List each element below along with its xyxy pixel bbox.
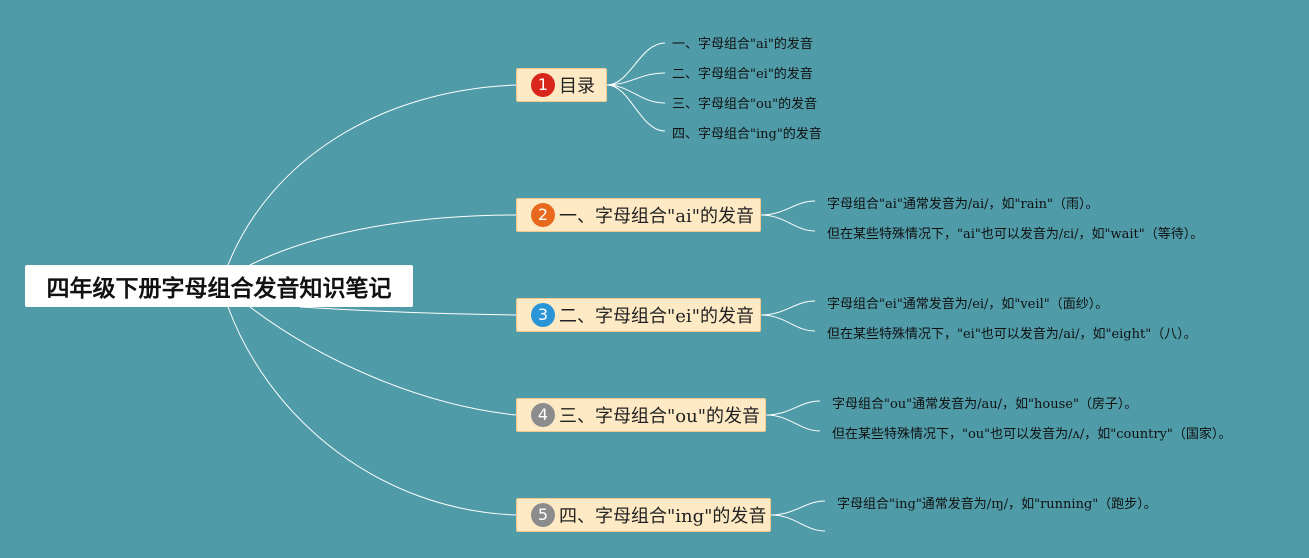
leaf-link-1-2 bbox=[606, 72, 666, 86]
root-topic[interactable]: 四年级下册字母组合发音知识笔记 bbox=[25, 265, 413, 307]
number-badge: 4 bbox=[531, 403, 555, 427]
leaf-item[interactable]: 但在某些特殊情况下，"ai"也可以发音为/ɛi/，如"wait"（等待）。 bbox=[827, 227, 1204, 242]
branch-label: 目录 bbox=[559, 76, 595, 97]
branch-contents[interactable]: 1 目录 bbox=[516, 68, 607, 102]
root-link-5 bbox=[227, 306, 517, 516]
branch-label: 四、字母组合"ing"的发音 bbox=[559, 506, 767, 527]
leaf-link-1-1 bbox=[606, 42, 666, 86]
leaf-item[interactable]: 字母组合"ou"通常发音为/au/，如"house"（房子）。 bbox=[832, 397, 1138, 412]
branch-label: 三、字母组合"ou"的发音 bbox=[559, 406, 760, 427]
root-link-1 bbox=[227, 84, 517, 266]
leaf-item[interactable]: 三、字母组合"ou"的发音 bbox=[672, 97, 818, 112]
branch-label: 二、字母组合"ei"的发音 bbox=[559, 306, 754, 327]
root-link-2 bbox=[249, 214, 517, 266]
branch-ei[interactable]: 3 二、字母组合"ei"的发音 bbox=[516, 298, 761, 332]
leaf-link-5-1 bbox=[770, 500, 826, 516]
number-badge: 1 bbox=[531, 73, 555, 97]
branch-ou[interactable]: 4 三、字母组合"ou"的发音 bbox=[516, 398, 766, 432]
leaf-link-4-1 bbox=[765, 400, 821, 416]
leaf-item[interactable]: 一、字母组合"ai"的发音 bbox=[672, 37, 813, 52]
leaf-item[interactable]: 字母组合"ing"通常发音为/ɪŋ/，如"running"（跑步）。 bbox=[837, 497, 1157, 512]
number-badge: 5 bbox=[531, 503, 555, 527]
number-badge: 2 bbox=[531, 203, 555, 227]
leaf-link-1-3 bbox=[606, 84, 666, 104]
leaf-link-3-1 bbox=[760, 300, 816, 316]
leaf-item[interactable]: 四、字母组合"ing"的发音 bbox=[672, 127, 822, 142]
root-title: 四年级下册字母组合发音知识笔记 bbox=[46, 276, 392, 302]
leaf-item[interactable]: 字母组合"ei"通常发音为/ei/，如"veil"（面纱）。 bbox=[827, 297, 1109, 312]
leaf-link-5-2 bbox=[770, 514, 826, 532]
leaf-item[interactable]: 但在某些特殊情况下，"ou"也可以发音为/ʌ/，如"country"（国家）。 bbox=[832, 427, 1232, 442]
number-badge: 3 bbox=[531, 303, 555, 327]
branch-label: 一、字母组合"ai"的发音 bbox=[559, 206, 755, 227]
root-link-4 bbox=[249, 306, 517, 416]
leaf-link-3-2 bbox=[760, 314, 816, 332]
leaf-link-4-2 bbox=[765, 414, 821, 432]
leaf-item[interactable]: 但在某些特殊情况下，"ei"也可以发音为/ai/，如"eight"（八）。 bbox=[827, 327, 1197, 342]
leaf-item[interactable]: 字母组合"ai"通常发音为/ai/，如"rain"（雨）。 bbox=[827, 197, 1099, 212]
branch-ai[interactable]: 2 一、字母组合"ai"的发音 bbox=[516, 198, 761, 232]
branch-ing[interactable]: 5 四、字母组合"ing"的发音 bbox=[516, 498, 771, 532]
leaf-link-1-4 bbox=[606, 84, 666, 132]
leaf-link-2-1 bbox=[760, 200, 816, 216]
root-link-3 bbox=[299, 306, 517, 316]
leaf-link-2-2 bbox=[760, 214, 816, 232]
leaf-item[interactable]: 二、字母组合"ei"的发音 bbox=[672, 67, 813, 82]
